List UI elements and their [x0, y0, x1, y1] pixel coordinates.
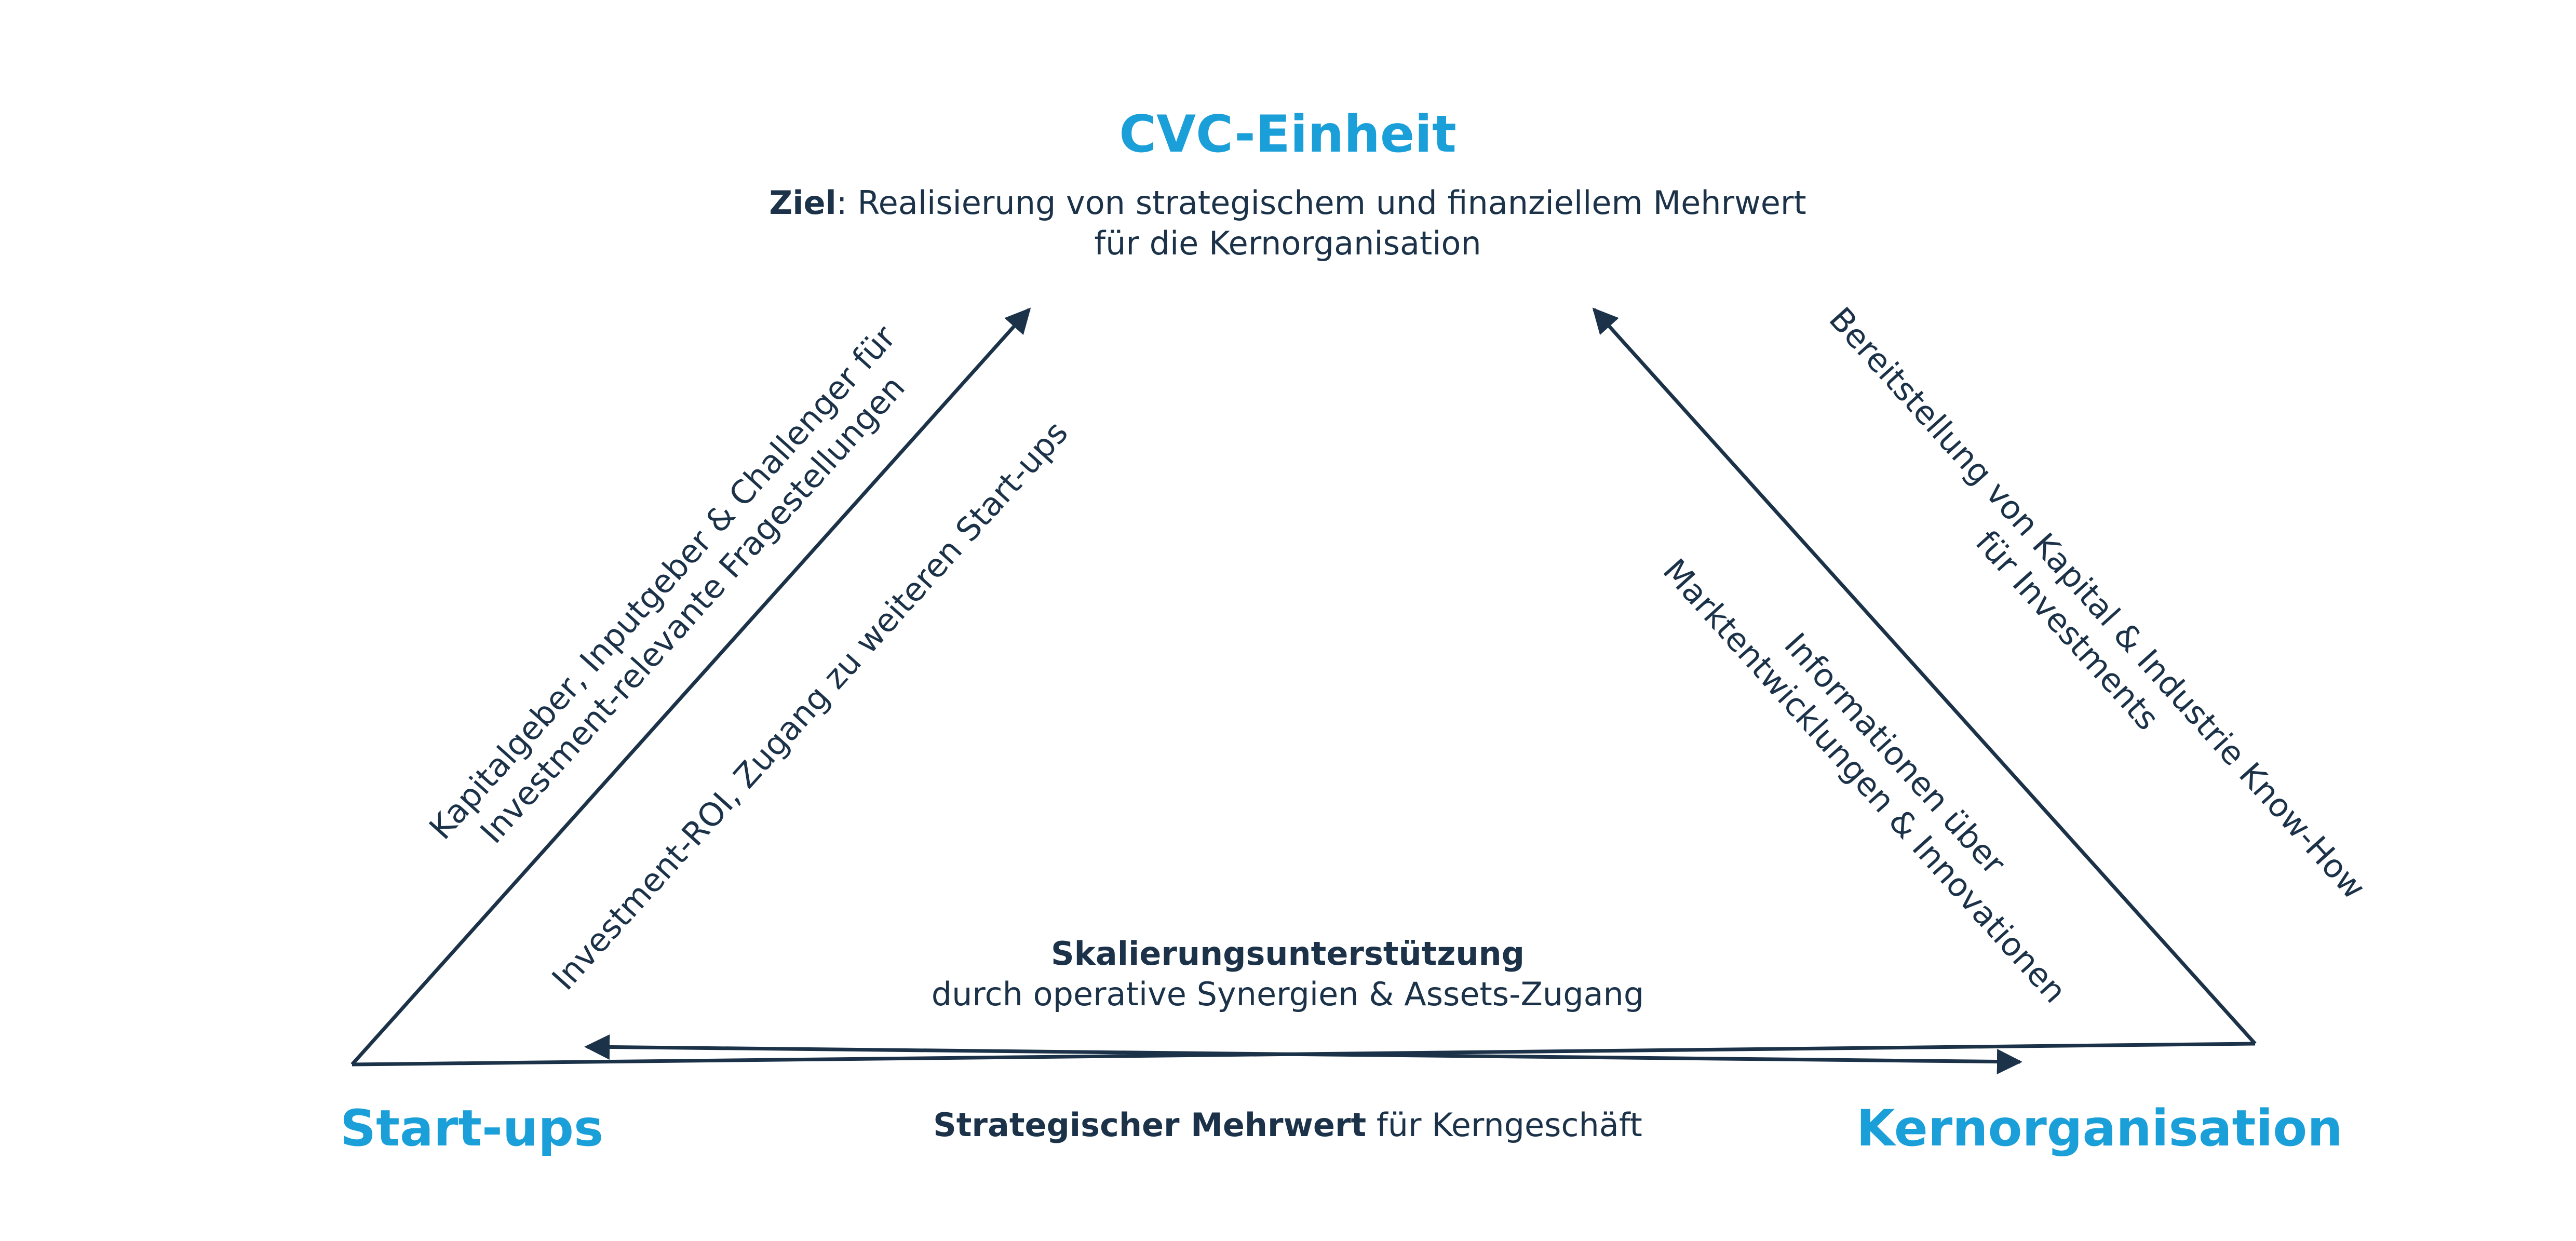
node-startups: Start-ups — [340, 1099, 604, 1157]
cvc-goal-line-1: Ziel: Realisierung von strategischem und… — [665, 183, 1911, 223]
strategischer-mehrwert-rest: für Kerngeschäft — [1366, 1106, 1642, 1144]
strategischer-mehrwert-bold: Strategischer Mehrwert — [933, 1106, 1367, 1144]
strategischer-mehrwert-text: Strategischer Mehrwert für Kerngeschäft — [768, 1105, 1807, 1145]
arrow-kernorganisation-to-cvc — [1592, 307, 2257, 1045]
cvc-title: CVC-Einheit — [1119, 105, 1456, 164]
cvc-goal-line-2: für die Kernorganisation — [1094, 224, 1481, 262]
goal-label: Ziel — [769, 184, 837, 222]
skalierung-heading: Skalierungsunterstützung — [1050, 935, 1525, 973]
node-kernorganisation: Kernorganisation — [1856, 1099, 2343, 1157]
goal-text-1: : Realisierung von strategischem und fin… — [836, 184, 1806, 222]
skalierung-text: durch operative Synergien & Assets-Zugan… — [931, 975, 1644, 1013]
double-arrow-skalierung — [584, 1034, 2022, 1075]
arrow-startups-to-cvc — [350, 307, 1031, 1066]
